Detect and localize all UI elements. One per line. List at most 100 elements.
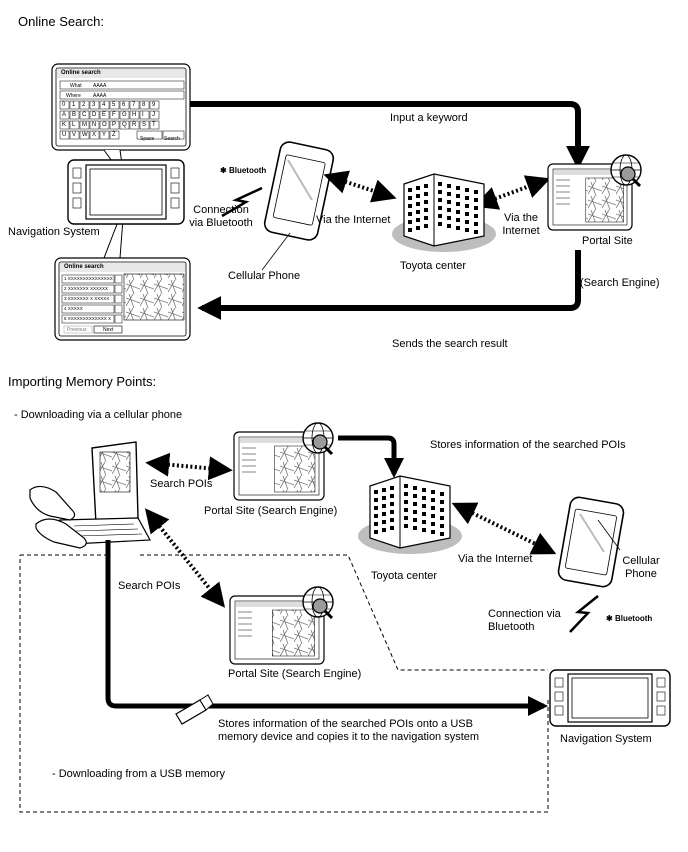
key-M[interactable]: M (82, 122, 87, 128)
previous-button[interactable]: Previous (67, 327, 87, 333)
importing-title: Importing Memory Points: (8, 374, 157, 389)
portal-site-1 (547, 154, 642, 231)
bluetooth-icon: ✱ (606, 614, 613, 623)
portal-mid-label: Portal Site (Search Engine) (228, 668, 362, 680)
key-D[interactable]: D (92, 112, 97, 118)
portal-top-label: Portal Site (Search Engine) (204, 505, 338, 517)
keyboard-screen (51, 63, 191, 151)
downloading-usb-label: - Downloading from a USB memory (52, 768, 226, 780)
search-key[interactable]: Search (164, 136, 180, 142)
key-C[interactable]: C (82, 112, 87, 118)
internet-link-phone (323, 170, 397, 203)
where-label: Where (66, 93, 81, 99)
portal-site-mid (229, 586, 334, 665)
laptop-user (29, 441, 151, 549)
next-button[interactable]: Next (103, 327, 114, 333)
key-E[interactable]: E (102, 112, 107, 118)
search-pois-top-label: Search POIs (150, 478, 213, 490)
portal-toyota-arrow (338, 435, 404, 478)
toyota-center-label-1: Toyota center (400, 260, 467, 272)
key-G[interactable]: G (122, 112, 127, 118)
key-U[interactable]: U (62, 132, 67, 138)
toyota-center-label-2: Toyota center (371, 570, 438, 582)
cellular-phone-1 (263, 141, 335, 241)
key-W[interactable]: W (82, 132, 88, 138)
key-Y[interactable]: Y (102, 132, 107, 138)
result-item[interactable]: 4 XXXXX (64, 306, 83, 311)
bluetooth-signal-1 (221, 186, 263, 218)
key-F[interactable]: F (112, 112, 116, 118)
what-label: What (70, 83, 82, 89)
stores-info-label: Stores information of the searched POIs (430, 439, 626, 451)
search-pois-mid-label: Search POIs (118, 580, 181, 592)
bluetooth-logo-1: ✱ Bluetooth (220, 166, 267, 175)
navigation-unit-1 (67, 159, 185, 225)
results-screen (54, 257, 191, 341)
key-0[interactable]: 0 (62, 102, 66, 108)
key-3[interactable]: 3 (92, 102, 96, 108)
key-7[interactable]: 7 (132, 102, 136, 108)
cellular-phone-2 (557, 496, 625, 588)
key-S[interactable]: S (142, 122, 147, 128)
downloading-phone-label: - Downloading via a cellular phone (14, 409, 183, 421)
key-K[interactable]: K (62, 122, 67, 128)
navigation-system-label: Navigation System (8, 226, 100, 238)
what-field[interactable]: AAAA (93, 83, 107, 89)
key-Z[interactable]: Z (112, 132, 116, 138)
input-keyword-label: Input a keyword (390, 112, 468, 124)
kbd-screen-title: Online search (61, 70, 101, 76)
request-arrow (190, 101, 590, 170)
usb-dashed-box (19, 554, 549, 813)
key-6[interactable]: 6 (122, 102, 126, 108)
toyota-center-2 (358, 475, 462, 554)
key-A[interactable]: A (62, 112, 67, 118)
laptop-portal-top-link (145, 452, 233, 481)
key-L[interactable]: L (72, 122, 76, 128)
result-item[interactable]: 1 XXXXXXXXXXXXXXX (64, 276, 113, 281)
result-item[interactable]: 3 XXXXXXX X XXXXX (64, 296, 110, 301)
result-item[interactable]: 5 XXXXXXXXXXXXX X (64, 316, 112, 321)
key-X[interactable]: X (92, 132, 97, 138)
online-search-title: Online Search: (18, 14, 104, 29)
key-1[interactable]: 1 (72, 102, 76, 108)
key-P[interactable]: P (112, 122, 117, 128)
key-H[interactable]: H (132, 112, 137, 118)
key-2[interactable]: 2 (82, 102, 86, 108)
where-field[interactable]: AAAA (93, 93, 107, 99)
space-key[interactable]: Space (140, 136, 155, 142)
key-5[interactable]: 5 (112, 102, 116, 108)
toyota-phone-link (451, 502, 557, 555)
search-engine-label: (Search Engine) (580, 277, 660, 289)
portal-site-top (233, 422, 334, 501)
key-T[interactable]: T (152, 122, 156, 128)
portal-site-label: Portal Site (582, 235, 633, 247)
navigation-unit-2 (549, 669, 671, 727)
bluetooth-signal-2 (569, 595, 599, 633)
toyota-center-1 (392, 173, 496, 252)
stores-usb-label: Stores information of the searched POIs … (218, 718, 480, 743)
result-arrow (197, 250, 581, 320)
key-R[interactable]: R (132, 122, 137, 128)
key-Q[interactable]: Q (122, 122, 127, 128)
key-B[interactable]: B (72, 112, 77, 118)
result-item[interactable]: 2 XXXXXXX XXXXXX (64, 286, 109, 291)
key-O[interactable]: O (102, 122, 107, 128)
bluetooth-icon: ✱ (220, 166, 227, 175)
sends-result-label: Sends the search result (392, 338, 508, 350)
results-screen-title: Online search (64, 264, 104, 270)
usb-stick (175, 694, 214, 725)
key-N[interactable]: N (92, 122, 97, 128)
key-4[interactable]: 4 (102, 102, 106, 108)
via-internet-label-2: Via the Internet (458, 553, 533, 565)
key-I[interactable]: I (142, 112, 144, 118)
key-9[interactable]: 9 (152, 102, 156, 108)
key-8[interactable]: 8 (142, 102, 146, 108)
bluetooth-logo-2: ✱ Bluetooth (606, 614, 653, 623)
key-V[interactable]: V (72, 132, 77, 138)
key-J[interactable]: J (152, 112, 155, 118)
usb-arrow (105, 540, 548, 716)
